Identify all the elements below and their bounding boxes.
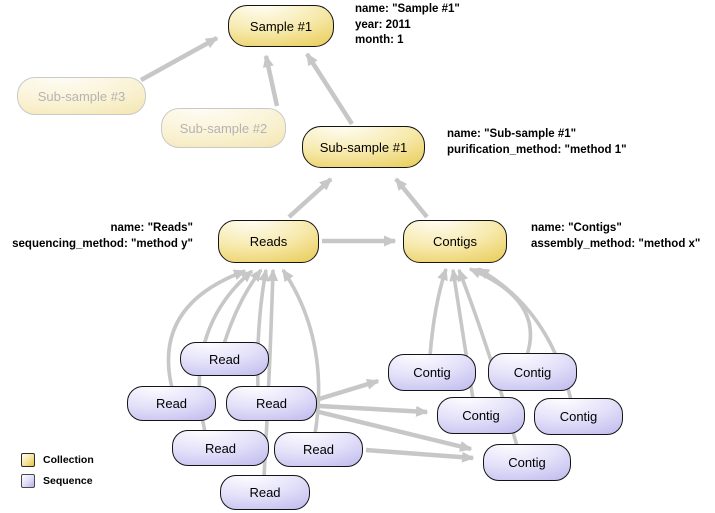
annotation-line: name: "Sub-sample #1" [447, 128, 577, 140]
node-label: Read [204, 440, 237, 456]
annotation-line: name: "Reads" [110, 222, 194, 234]
node-read-4[interactable]: Read [172, 430, 269, 466]
node-sample-1[interactable]: Sample #1 [228, 5, 334, 47]
node-label: Contig [559, 409, 598, 424]
edge-read3-contig5 [318, 409, 473, 452]
node-contig-5[interactable]: Contig [483, 444, 571, 481]
node-read-2[interactable]: Read [127, 386, 216, 421]
legend-swatch-collection [21, 453, 35, 467]
legend-label-sequence: Sequence [43, 475, 93, 487]
legend-label-collection: Collection [43, 454, 94, 466]
node-read-5[interactable]: Read [274, 432, 363, 467]
annotation-line: name: "Sample #1" [355, 3, 460, 15]
legend-row-sequence: Sequence [21, 474, 94, 488]
edge-read1-reads [222, 268, 263, 345]
annotation-line: purification_method: "method 1" [447, 143, 627, 156]
node-contig-1[interactable]: Contig [388, 354, 476, 391]
node-label: Read [155, 396, 188, 411]
node-read-3[interactable]: Read [226, 386, 317, 421]
edge-subsample3-sample1 [139, 36, 219, 82]
edge-subsample1-sample1 [305, 52, 354, 126]
node-contig-2[interactable]: Contig [488, 353, 577, 391]
node-sub-sample-1[interactable]: Sub-sample #1 [302, 126, 425, 168]
edge-read3-contig3 [318, 403, 429, 417]
node-contig-4[interactable]: Contig [534, 398, 623, 435]
edge-read5-reads [281, 268, 321, 435]
node-label: Sub-sample #2 [179, 120, 268, 136]
node-contig-3[interactable]: Contig [437, 397, 525, 434]
node-read-1[interactable]: Read [180, 342, 269, 376]
node-label: Read [208, 351, 241, 367]
edge-reads-subsample1 [287, 177, 333, 219]
node-label: Contigs [432, 234, 478, 249]
node-reads[interactable]: Reads [218, 220, 319, 263]
annotation-contigs: name: "Contigs" assembly_method: "method… [531, 221, 700, 252]
edge-subsample2-sample1 [262, 54, 280, 107]
node-read-6[interactable]: Read [220, 475, 310, 510]
legend-swatch-sequence [21, 474, 35, 488]
node-sub-sample-2[interactable]: Sub-sample #2 [161, 108, 286, 148]
legend: Collection Sequence [21, 453, 94, 488]
node-label: Read [302, 442, 335, 457]
annotation-line: name: "Contigs" [531, 222, 622, 234]
node-label: Read [255, 396, 288, 411]
node-label: Contig [413, 365, 451, 380]
edge-read2-reads [166, 269, 247, 389]
node-label: Read [249, 485, 281, 500]
annotation-line: month: 1 [355, 34, 404, 46]
edge-read5-contig5 [365, 447, 475, 463]
node-label: Reads [249, 234, 288, 249]
annotation-line: year: 2011 [355, 18, 411, 31]
node-contigs[interactable]: Contigs [403, 220, 507, 263]
annotation-line: sequencing_method: "method y" [12, 237, 193, 250]
annotation-line: assembly_method: "method x" [531, 237, 701, 250]
node-label: Contig [462, 408, 500, 423]
legend-row-collection: Collection [21, 453, 94, 467]
edge-read3-contig1 [318, 378, 380, 402]
node-label: Contig [508, 455, 546, 470]
node-label: Sub-sample #3 [37, 88, 126, 104]
node-sub-sample-3[interactable]: Sub-sample #3 [17, 77, 146, 115]
annotation-reads: name: "Reads" sequencing_method: "method… [12, 221, 193, 252]
node-label: Sample #1 [249, 18, 313, 34]
edge-contig1-contigs [428, 267, 448, 357]
node-label: Contig [513, 364, 552, 380]
annotation-sample-1: name: "Sample #1" year: 2011 month: 1 [355, 2, 460, 49]
edge-contigs-subsample1 [394, 177, 429, 219]
annotation-sub-sample-1: name: "Sub-sample #1" purification_metho… [447, 127, 627, 158]
node-label: Sub-sample #1 [319, 139, 408, 155]
